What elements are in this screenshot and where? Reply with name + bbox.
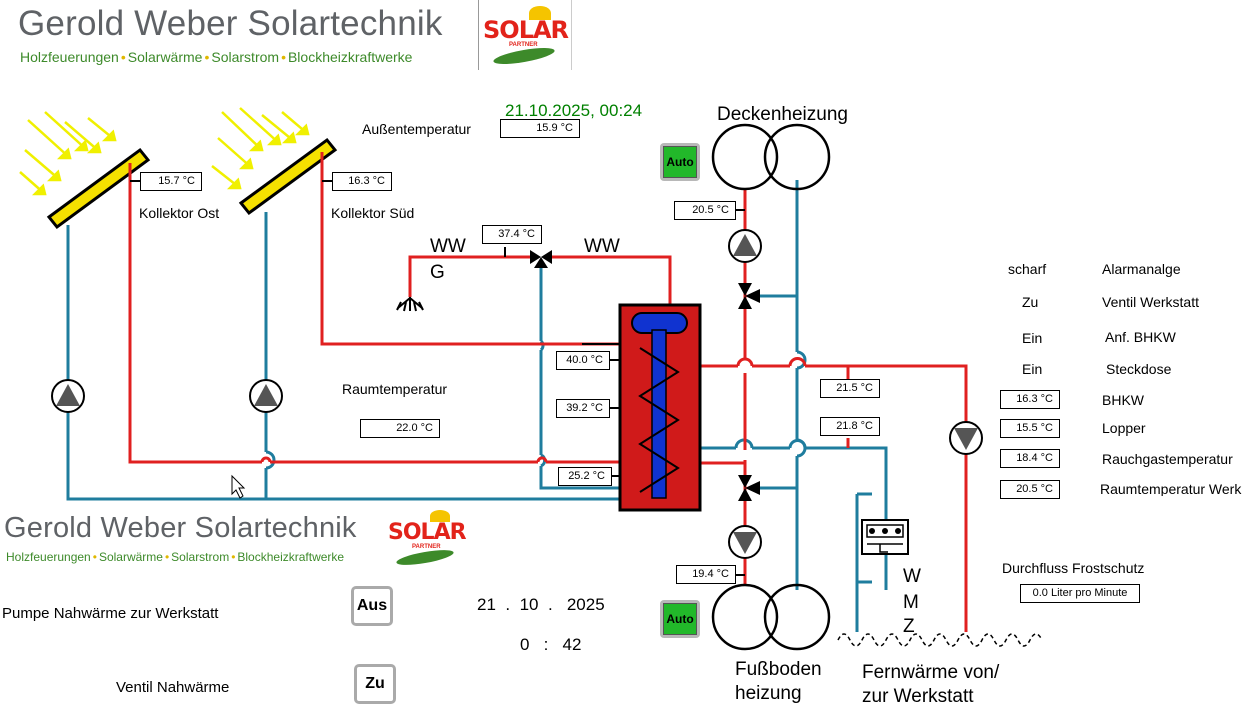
reading-bhkw-value: 16.3 °C — [1000, 390, 1060, 409]
floor-temp-value: 19.4 °C — [676, 565, 736, 584]
pump-workshop-label: Pumpe Nahwärme zur Werkstatt — [2, 605, 219, 622]
reading-fluegas-name: Rauchgastemperatur — [1102, 451, 1233, 467]
reading-lopper-name: Lopper — [1102, 420, 1146, 436]
collector-east-temp: 15.7 °C — [140, 172, 202, 191]
valve-local-label: Ventil Nahwärme — [116, 679, 230, 696]
sun-rays-south — [211, 107, 310, 190]
collector-south — [238, 137, 338, 216]
reading-workshop-name: Raumtemperatur Werk — [1100, 482, 1242, 496]
ww-label-left: WW — [430, 236, 466, 257]
district-label-1: Fernwärme von/ — [862, 662, 1000, 683]
storage-tank — [582, 303, 702, 512]
mouse-cursor-icon — [231, 474, 246, 499]
sun-rays-east — [19, 111, 117, 196]
valve-floor-icon — [738, 475, 760, 501]
heat-meter-icon — [861, 519, 909, 555]
room-temp-value: 22.0 °C — [360, 419, 440, 438]
reading-bhkw-name: BHKW — [1102, 392, 1144, 408]
sensor-lines — [130, 180, 745, 576]
collector-south-temp: 16.3 °C — [332, 172, 392, 191]
floor-mode-button[interactable]: Auto — [660, 600, 700, 638]
district-temp-top: 21.5 °C — [820, 379, 880, 398]
ww-label-right: WW — [584, 236, 620, 257]
pump-collector-east-icon — [51, 379, 85, 413]
pump-district-icon — [949, 421, 983, 455]
ceiling-heat-exchanger — [711, 123, 831, 191]
status-socket-state: Ein — [1022, 361, 1043, 377]
brand-title: Gerold Weber Solartechnik — [18, 4, 443, 43]
ceiling-temp-value: 20.5 °C — [674, 201, 736, 220]
header-datetime: 21.10.2025, 00:24 — [505, 101, 643, 120]
brand-title-bottom: Gerold Weber Solartechnik — [4, 512, 357, 544]
district-temp-bottom: 21.8 °C — [820, 417, 880, 436]
ceiling-heating-title: Deckenheizung — [717, 104, 848, 125]
solar-partner-logo-bottom: SOLAR PARTNER — [384, 506, 470, 570]
brand-tagline-bottom: Holzfeuerungen•Solarwärme•Solarstrom•Blo… — [6, 550, 345, 564]
status-alarm-state: scharf — [1008, 261, 1047, 277]
frost-flow-value: 0.0 Liter pro Minute — [1020, 584, 1140, 603]
collector-east-label: Kollektor Ost — [139, 205, 220, 221]
brand-tagline: Holzfeuerungen•Solarwärme•Solarstrom•Blo… — [20, 49, 413, 65]
bottom-time: 0 : 42 — [520, 635, 582, 654]
wmz-letter-w: W — [903, 566, 921, 587]
wmz-letter-m: M — [903, 592, 919, 613]
wmz-letter-z: Z — [903, 616, 915, 637]
ground-line — [837, 633, 1043, 647]
status-alarm-name: Alarmanalge — [1102, 261, 1181, 277]
storage-temp-middle: 39.2 °C — [556, 399, 610, 418]
floor-heat-exchanger — [711, 583, 831, 651]
status-bhkw-state: Ein — [1022, 330, 1043, 346]
ww-temp-value: 37.4 °C — [482, 225, 542, 244]
frost-flow-label: Durchfluss Frostschutz — [1002, 560, 1145, 576]
collector-east — [46, 147, 151, 230]
valve-ceiling-icon — [738, 283, 760, 309]
pump-ceiling-icon — [728, 229, 762, 263]
collector-south-label: Kollektor Süd — [331, 205, 415, 221]
storage-temp-top: 40.0 °C — [556, 351, 610, 370]
pump-collector-south-icon — [249, 379, 283, 413]
status-valve-name: Ventil Werkstatt — [1102, 294, 1200, 310]
ceiling-mode-button[interactable]: Auto — [660, 143, 700, 181]
outdoor-temp-value: 15.9 °C — [500, 119, 580, 138]
status-valve-state: Zu — [1022, 294, 1039, 310]
status-bhkw-name: Anf. BHKW — [1105, 329, 1176, 345]
mixing-valve-ww — [504, 247, 552, 268]
reading-lopper-value: 15.5 °C — [1000, 419, 1060, 438]
floor-heating-title-1: Fußboden — [735, 659, 822, 680]
hot-pipes — [128, 152, 968, 632]
bottom-date: 21 . 10 . 2025 — [477, 595, 605, 614]
floor-heating-title-2: heizung — [735, 683, 802, 704]
shower-head-icon — [396, 296, 424, 312]
outdoor-temp-label: Außentemperatur — [362, 121, 471, 137]
solar-partner-logo: SOLAR PARTNER — [478, 0, 572, 70]
pump-floor-icon — [728, 525, 762, 559]
room-temp-label: Raumtemperatur — [342, 381, 448, 397]
district-label-2: zur Werkstatt — [862, 686, 974, 707]
ww-label-g: G — [430, 262, 445, 283]
pump-workshop-toggle-button[interactable]: Aus — [351, 586, 393, 626]
reading-fluegas-value: 18.4 °C — [1000, 449, 1060, 468]
status-socket-name: Steckdose — [1106, 361, 1172, 377]
cold-pipes — [66, 180, 888, 632]
reading-workshop-value: 20.5 °C — [1000, 480, 1060, 499]
valve-local-toggle-button[interactable]: Zu — [354, 664, 396, 704]
storage-temp-bottom: 25.2 °C — [558, 467, 612, 486]
